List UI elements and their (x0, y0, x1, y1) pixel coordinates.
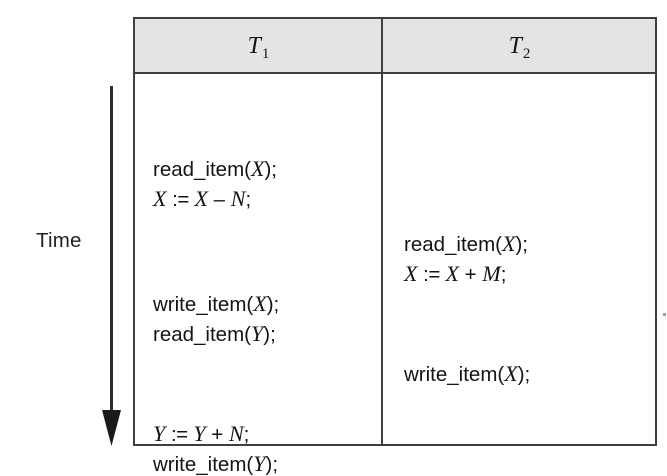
arrow-down-icon (102, 86, 121, 446)
operation-line: write_item(X); (153, 291, 280, 316)
operation-line: read_item(X); (153, 156, 277, 181)
transaction-2-operations: read_item(X); X := X + M; write_item(X); (383, 74, 655, 446)
transaction-2-title: T2 (508, 32, 531, 62)
operation-line: read_item(Y); (153, 321, 276, 346)
operation-line: X := X – N; (153, 186, 252, 211)
t2-subscript: 2 (522, 45, 531, 62)
table-header-row: T1 T2 (135, 19, 655, 74)
page-edge-mark (663, 313, 666, 316)
transaction-1-title: T1 (247, 32, 270, 62)
t1-subscript: 1 (261, 45, 270, 62)
time-axis: Time (0, 0, 133, 461)
operation-line: write_item(X); (404, 361, 531, 386)
column-header-t1: T1 (135, 19, 383, 72)
t1-letter: T (247, 32, 261, 59)
column-header-t2: T2 (383, 19, 655, 72)
time-axis-label: Time (36, 229, 82, 252)
operation-line: write_item(Y); (153, 451, 279, 476)
operation-line: Y := Y + N; (153, 421, 250, 446)
table-body-row: read_item(X);X := X – N;write_item(X);re… (135, 74, 655, 475)
t2-letter: T (508, 32, 522, 59)
transaction-1-operations: read_item(X); X := X – N; write_item(X);re… (135, 74, 383, 475)
operation-line: read_item(X); (404, 231, 528, 256)
operation-line: X := X + M; (404, 261, 507, 286)
schedule-table: T1 T2 read_item(X);X := X – N;write_item… (133, 17, 657, 475)
